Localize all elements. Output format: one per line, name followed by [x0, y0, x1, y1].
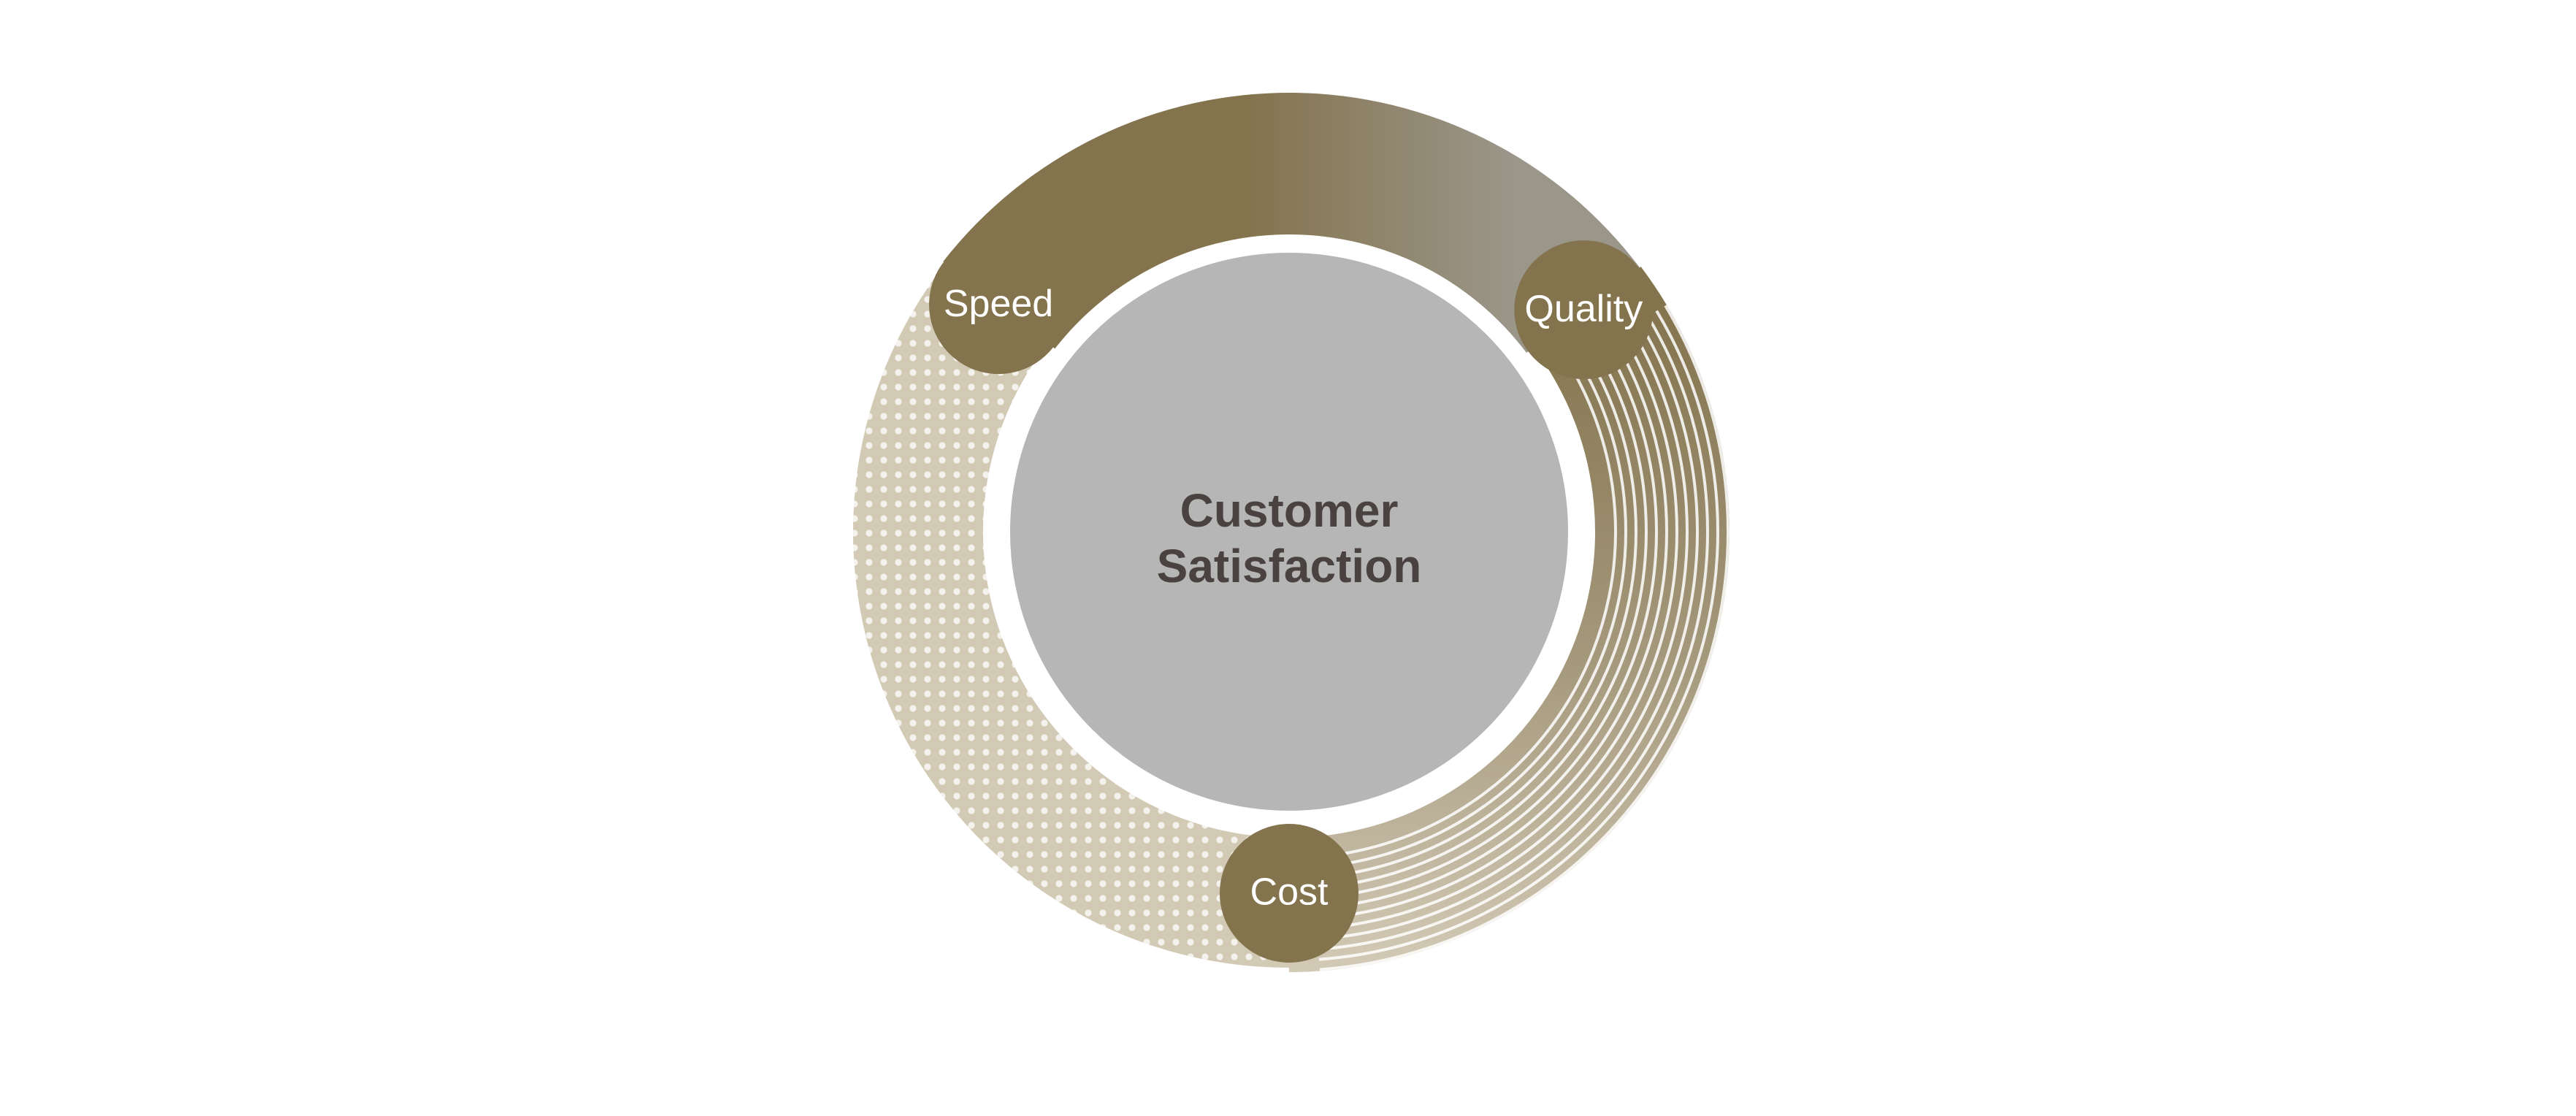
- node-speed-label: Speed: [944, 283, 1053, 325]
- node-quality: Quality: [1514, 240, 1654, 380]
- node-quality-badge: [1514, 240, 1654, 380]
- node-speed: Speed: [929, 235, 1069, 375]
- node-speed-badge: [929, 235, 1069, 375]
- segment-cost-to-speed: [853, 263, 1289, 968]
- node-cost: Cost: [1220, 824, 1358, 963]
- center-label-line-2: Satisfaction: [1157, 540, 1422, 592]
- center-disc: [1010, 253, 1568, 811]
- node-quality-label: Quality: [1524, 288, 1643, 330]
- center-label-line-1: Customer: [1180, 484, 1399, 537]
- cycle-ring: [853, 92, 1730, 972]
- segment-quality-to-cost: [1289, 267, 1730, 972]
- node-cost-label: Cost: [1250, 871, 1329, 914]
- segment-speed-to-quality: [943, 92, 1640, 353]
- node-cost-badge: [1220, 824, 1358, 963]
